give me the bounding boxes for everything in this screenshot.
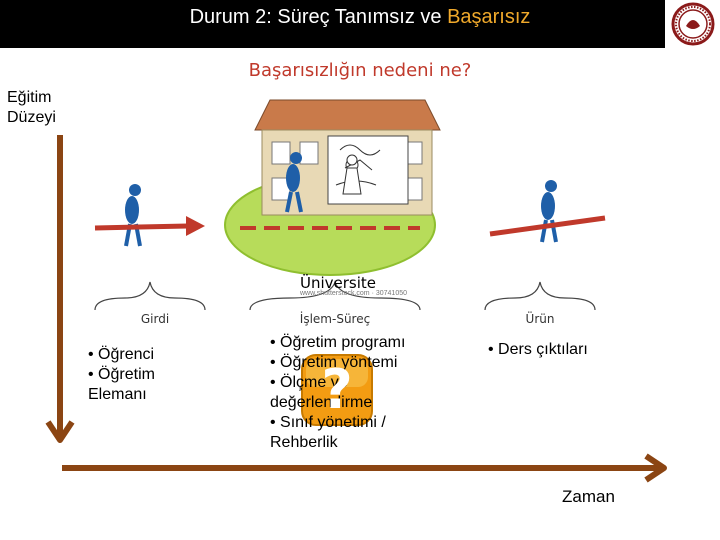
list-item: Rehberlik xyxy=(270,434,338,451)
x-axis xyxy=(62,453,667,483)
university-label: Üniversite xyxy=(300,274,377,292)
input-arrow xyxy=(94,216,205,236)
input-brace xyxy=(94,281,206,311)
title-highlight: Başarısız xyxy=(447,6,531,28)
input-stage-label: Girdi xyxy=(140,312,170,326)
university-seal-icon xyxy=(666,0,720,48)
output-stage-label: Ürün xyxy=(525,312,555,326)
y-axis-label-line: Eğitim xyxy=(7,89,52,106)
list-item: Elemanı xyxy=(88,386,147,403)
y-axis-label-line: Düzeyi xyxy=(7,109,56,126)
list-item: değerlendirme xyxy=(270,394,373,411)
title-text: Durum 2: Süreç Tanımsız ve xyxy=(189,6,448,28)
process-stage-label: İşlem-Süreç xyxy=(299,312,371,326)
input-items: • Öğrenci • Öğretim Elemanı xyxy=(88,345,155,405)
list-item: • Öğretim yöntemi xyxy=(270,354,398,371)
stock-watermark: www.shutterstock.com · 30741050 xyxy=(300,290,407,297)
process-brace xyxy=(249,279,421,311)
question-subtitle: Başarısızlığın nedeni ne? xyxy=(248,60,472,81)
question-mark-icon xyxy=(301,354,373,426)
y-axis-label: Eğitim Düzeyi xyxy=(7,88,56,128)
question-mark-glyph: ? xyxy=(321,358,353,421)
output-brace xyxy=(484,281,596,311)
title-bar xyxy=(0,0,665,48)
list-item: • Öğretim programı xyxy=(270,334,406,351)
process-items: • Öğretim programı • Öğretim yöntemi • Ö… xyxy=(270,333,405,453)
list-item: • Ölçme ve xyxy=(270,374,348,391)
output-arrow xyxy=(489,215,606,237)
student-figure-icon xyxy=(124,184,142,247)
y-axis xyxy=(45,135,75,443)
list-item: • Öğrenci xyxy=(88,346,155,363)
x-axis-label: Zaman xyxy=(562,487,615,506)
output-items: • Ders çıktıları xyxy=(488,340,588,360)
list-item: • Sınıf yönetimi / xyxy=(270,414,386,431)
teacher-figure-icon xyxy=(342,154,362,195)
process-figure-icon xyxy=(285,152,303,213)
list-item: • Ders çıktıları xyxy=(488,341,588,358)
graduate-figure-icon xyxy=(540,180,558,243)
list-item: • Öğretim xyxy=(88,366,155,383)
slide-title: Durum 2: Süreç Tanımsız ve Başarısız xyxy=(0,6,720,29)
